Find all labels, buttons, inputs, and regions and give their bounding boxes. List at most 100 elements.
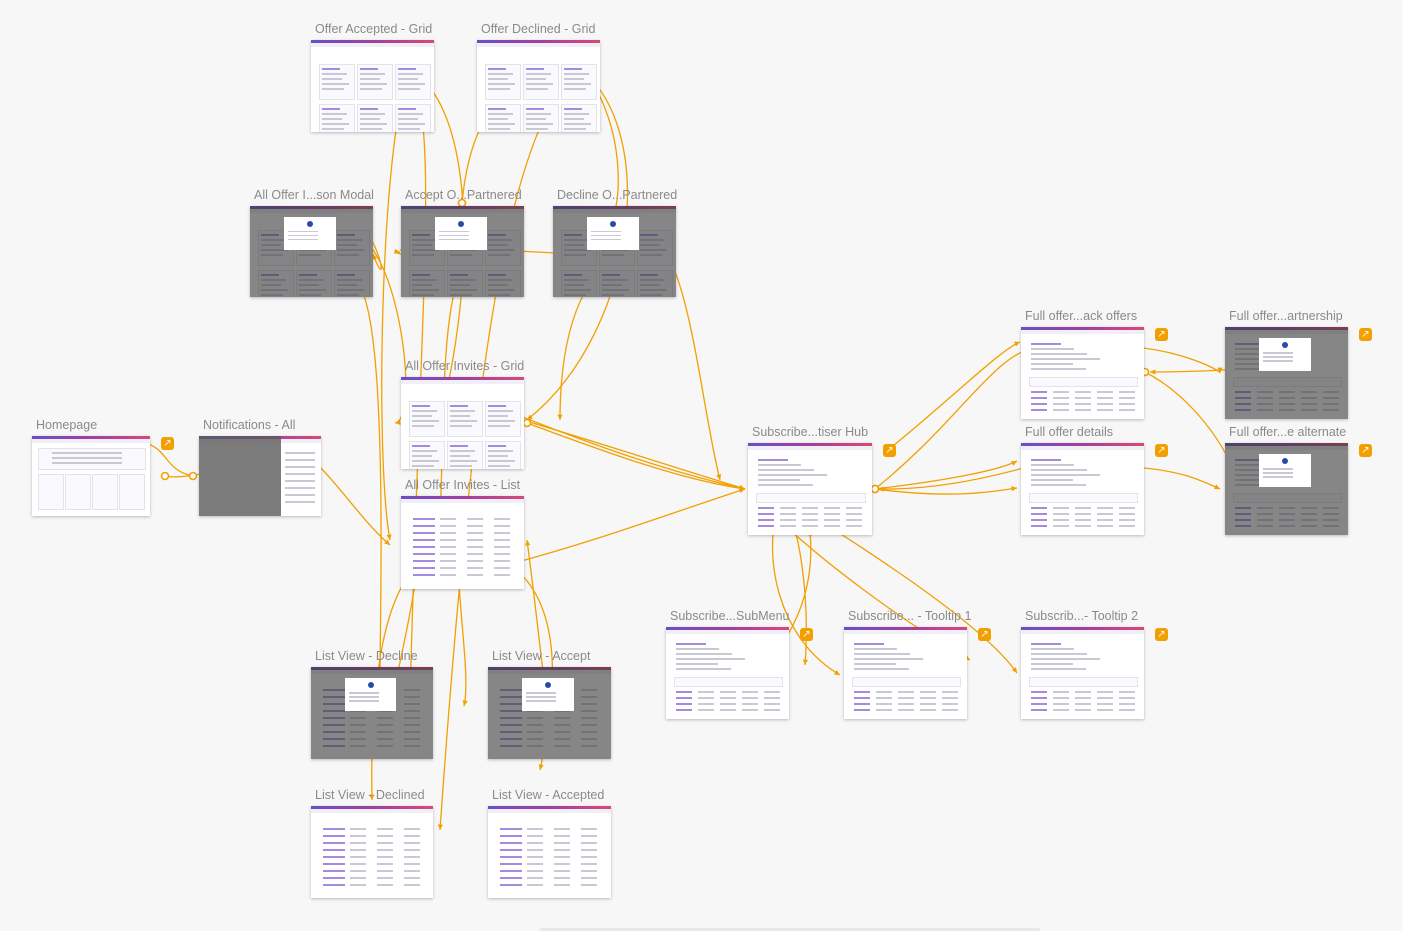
app-header-bar	[488, 806, 611, 809]
screen-thumbnail-list-view-accepted[interactable]	[488, 806, 611, 898]
screen-thumbnail-notifications-all[interactable]	[199, 436, 321, 516]
screen-thumbnail-subscriber-advertiser-hub[interactable]	[748, 443, 872, 535]
arrowhead-icon	[1014, 341, 1020, 347]
external-link-icon[interactable]: ↗	[883, 444, 896, 457]
screen-title[interactable]: All Offer Invites - Grid	[405, 359, 525, 373]
external-link-icon[interactable]: ↗	[978, 628, 991, 641]
connector-line	[877, 465, 1032, 490]
arrowhead-icon	[716, 474, 722, 480]
modal-dialog[interactable]	[522, 678, 575, 712]
hotspot-marker[interactable]	[870, 484, 880, 494]
modal-dialog[interactable]	[284, 216, 337, 250]
connector-line	[348, 279, 382, 681]
screen-title[interactable]: Subscribe...tiser Hub	[752, 425, 869, 439]
screen-title[interactable]: Homepage	[36, 418, 98, 432]
screen-thumbnail-subscriber-tooltip-1[interactable]	[844, 627, 967, 719]
screen-title[interactable]: Accept O...Partnered	[405, 188, 522, 202]
arrowhead-icon	[557, 414, 563, 420]
app-header-bar	[401, 377, 524, 380]
screen-thumbnail-list-view-accept[interactable]	[488, 667, 611, 759]
horizontal-scrollbar[interactable]	[540, 928, 1040, 931]
arrowhead-icon	[525, 540, 531, 546]
screen-thumbnail-subscriber-tooltip-2[interactable]	[1021, 627, 1144, 719]
arrowhead-icon	[538, 764, 544, 770]
arrowhead-icon	[739, 485, 745, 491]
screen-title[interactable]: Full offer...e alternate	[1229, 425, 1347, 439]
screen-thumbnail-subscriber-submenu[interactable]	[666, 627, 789, 719]
screen-title[interactable]: Full offer...artnership	[1229, 309, 1343, 323]
screen-title[interactable]: Decline O...Partnered	[557, 188, 678, 202]
external-link-icon[interactable]: ↗	[1155, 444, 1168, 457]
external-link-icon[interactable]: ↗	[161, 437, 174, 450]
screen-thumbnail-full-offer-details[interactable]	[1021, 443, 1144, 535]
app-header-bar	[311, 806, 433, 809]
screen-thumbnail-offer-declined-grid[interactable]	[477, 40, 600, 132]
hotspot-marker[interactable]	[870, 484, 880, 494]
arrowhead-icon	[1150, 369, 1156, 375]
external-link-icon[interactable]: ↗	[1359, 328, 1372, 341]
screen-thumbnail-offer-accepted-grid[interactable]	[311, 40, 434, 132]
screen-title[interactable]: Full offer details	[1025, 425, 1114, 439]
hotspot-marker[interactable]	[870, 484, 880, 494]
screen-thumbnail-all-offer-comparison-modal[interactable]	[250, 206, 373, 297]
external-link-icon[interactable]: ↗	[1359, 444, 1372, 457]
screen-thumbnail-full-offer-partnership[interactable]	[1225, 327, 1348, 419]
screen-title[interactable]: Offer Declined - Grid	[481, 22, 596, 36]
arrowhead-icon	[384, 539, 390, 545]
external-link-icon[interactable]: ↗	[800, 628, 813, 641]
screen-thumbnail-all-offer-invites-grid[interactable]	[401, 377, 524, 469]
hotspot-marker[interactable]	[188, 471, 198, 481]
connector-line	[887, 341, 1021, 451]
app-header-bar	[666, 627, 789, 630]
connector-line	[874, 460, 1018, 490]
screen-title[interactable]: Notifications - All	[203, 418, 296, 432]
hotspot-marker[interactable]	[160, 471, 170, 481]
arrowhead-icon	[802, 659, 809, 665]
arrowhead-icon	[394, 248, 400, 255]
screen-title[interactable]: All Offer I...son Modal	[254, 188, 374, 202]
screen-title[interactable]: List View - Accepted	[492, 788, 605, 802]
arrowhead-icon	[1214, 484, 1220, 490]
connector-line	[874, 347, 1033, 490]
screen-title[interactable]: Full offer...ack offers	[1025, 309, 1138, 323]
modal-dialog[interactable]	[587, 216, 640, 250]
connector-line	[1131, 346, 1221, 374]
screen-title[interactable]: Subscribe... - Tooltip 1	[848, 609, 972, 623]
arrowhead-icon	[1217, 367, 1223, 373]
arrowhead-icon	[527, 414, 533, 420]
screen-title[interactable]: Subscrib...- Tooltip 2	[1025, 609, 1139, 623]
external-link-icon[interactable]: ↗	[1155, 628, 1168, 641]
screen-title[interactable]: Subscribe...SubMenu	[670, 609, 790, 623]
screen-title[interactable]: List View - Declined	[315, 788, 425, 802]
app-header-bar	[748, 443, 872, 446]
screen-title[interactable]: All Offer Invites - List	[405, 478, 521, 492]
modal-dialog[interactable]	[1259, 338, 1312, 372]
screen-thumbnail-full-offer-alternate[interactable]	[1225, 443, 1348, 535]
screen-thumbnail-all-offer-invites-list[interactable]	[401, 496, 524, 589]
screen-thumbnail-decline-offer-partnered[interactable]	[553, 206, 676, 297]
connector-line	[509, 488, 746, 565]
screen-thumbnail-list-view-decline[interactable]	[311, 667, 433, 759]
screen-title[interactable]: Offer Accepted - Grid	[315, 22, 433, 36]
screen-title[interactable]: List View - Decline	[315, 649, 418, 663]
arrowhead-icon	[372, 254, 378, 260]
screen-thumbnail-accept-offer-partnered[interactable]	[401, 206, 524, 297]
screen-thumbnail-homepage[interactable]	[32, 436, 150, 516]
connector-line	[504, 409, 746, 490]
hotspot-marker[interactable]	[522, 418, 532, 428]
app-header-bar	[1021, 327, 1144, 330]
external-link-icon[interactable]: ↗	[1155, 328, 1168, 341]
screen-thumbnail-list-view-declined[interactable]	[311, 806, 433, 898]
modal-dialog[interactable]	[435, 216, 488, 250]
connector-line	[487, 409, 746, 490]
app-header-bar	[1021, 627, 1144, 630]
modal-dialog[interactable]	[345, 678, 397, 712]
arrowhead-icon	[462, 700, 468, 706]
screen-thumbnail-full-offer-back-offers[interactable]	[1021, 327, 1144, 419]
screen-title[interactable]: List View - Accept	[492, 649, 591, 663]
modal-dialog[interactable]	[1259, 454, 1312, 488]
connector-line	[381, 69, 410, 541]
arrowhead-icon	[386, 534, 392, 540]
arrowhead-icon	[1011, 667, 1017, 673]
app-header-bar	[311, 40, 434, 43]
